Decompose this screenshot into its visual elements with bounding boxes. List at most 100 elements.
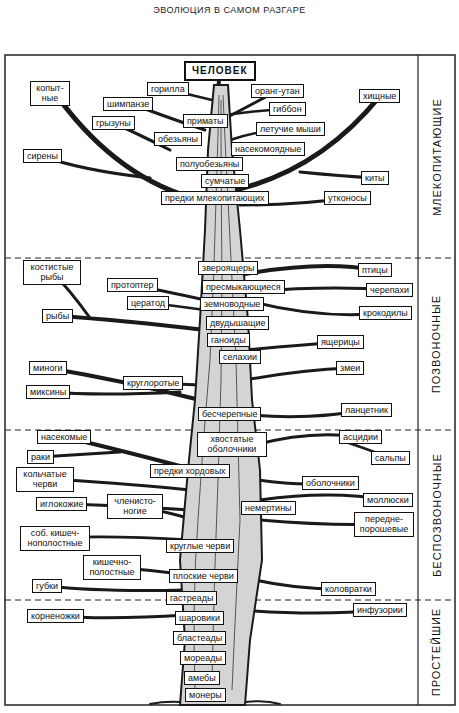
section-name: ПРОСТЕЙШИЕ — [430, 606, 442, 698]
taxon-name: костистые рыбы — [27, 262, 77, 283]
taxon-box: предки хордовых — [150, 464, 230, 478]
taxon-name: раки — [31, 452, 50, 462]
taxon-box: гастреады — [166, 591, 217, 605]
taxon-name: сумчатые — [205, 176, 245, 186]
taxon-box: миксины — [26, 385, 70, 399]
taxon-box: полуобезьяны — [176, 157, 243, 171]
taxon-name: сальпы — [375, 453, 406, 463]
taxon-name: оранг-утан — [255, 86, 300, 96]
taxon-box: раки — [27, 450, 54, 464]
taxon-name: хвостатые оболочники — [201, 434, 263, 455]
taxon-box: сирены — [23, 149, 62, 163]
taxon-name: полуобезьяны — [180, 159, 239, 169]
taxon-name: предки хордовых — [154, 466, 226, 476]
taxon-box: мореады — [180, 651, 226, 665]
taxon-box: крокодилы — [359, 306, 412, 320]
taxon-box: цератод — [127, 296, 169, 310]
taxon-box: хищные — [359, 89, 400, 103]
taxon-box: передне- порошевые — [354, 512, 414, 537]
taxon-box: змеи — [336, 361, 364, 375]
taxon-name: членисто- ногие — [111, 496, 159, 517]
taxon-box: селахии — [219, 350, 261, 364]
taxon-box: насекомые — [37, 430, 91, 444]
taxon-box: хвостатые оболочники — [197, 432, 267, 457]
taxon-name: звероящеры — [202, 263, 254, 273]
tree-branch — [245, 368, 350, 380]
taxon-box: протоптер — [107, 278, 158, 292]
taxon-box: губки — [32, 579, 62, 593]
taxon-box: земноводные — [200, 297, 264, 311]
taxon-name: земноводные — [204, 299, 260, 309]
taxon-box: гиббон — [269, 102, 306, 116]
diagram-title: ЭВОЛЮЦИЯ В САМОМ РАЗГАРЕ — [0, 5, 459, 15]
taxon-box: монеры — [185, 688, 226, 702]
taxon-name: приматы — [187, 116, 224, 126]
taxon-box: кольчатые черви — [16, 467, 74, 492]
taxon-box: инфузории — [353, 603, 407, 617]
taxon-name: шимпанзе — [107, 99, 149, 109]
taxon-box: бластеады — [173, 631, 226, 645]
taxon-box: насекомоядные — [231, 142, 305, 156]
taxon-name: цератод — [131, 298, 165, 308]
taxon-box: предки млекопитающих — [161, 191, 269, 205]
taxon-box: ганоиды — [207, 333, 250, 347]
taxon-box: ланцетник — [341, 403, 392, 417]
taxon-name: насекомые — [41, 432, 87, 442]
taxon-box: летучие мыши — [256, 122, 325, 136]
taxon-box: шимпанзе — [103, 97, 153, 111]
tree-branch — [240, 266, 375, 275]
taxon-box: обезьяны — [154, 132, 202, 146]
taxon-box: оболочники — [302, 476, 359, 490]
taxon-box: соб. кишеч- нополостные — [20, 526, 90, 551]
taxon-name: асцидии — [343, 432, 378, 442]
taxon-box: плоские черви — [169, 569, 238, 583]
taxon-box: рыбы — [42, 309, 73, 323]
taxon-box: звероящеры — [198, 261, 258, 275]
taxon-name: передне- порошевые — [358, 514, 410, 535]
taxon-name: ганоиды — [211, 335, 246, 345]
taxon-name: монеры — [189, 690, 222, 700]
taxon-name: немертины — [245, 503, 292, 513]
section-name: МЛЕКОПИТАЮЩИЕ — [431, 96, 443, 218]
taxon-name: шаровики — [179, 613, 220, 623]
taxon-box: немертины — [241, 501, 296, 515]
taxon-name: бластеады — [177, 633, 222, 643]
taxon-box: пресмыкающиеся — [202, 280, 285, 294]
tree-branch — [58, 316, 205, 330]
taxon-name: копыт- ные — [34, 83, 66, 104]
taxon-name: моллюски — [367, 495, 409, 505]
taxon-name: рыбы — [46, 311, 69, 321]
taxon-name: инфузории — [357, 605, 403, 615]
taxon-name: коловратки — [325, 584, 372, 594]
taxon-box: горилла — [147, 82, 189, 96]
taxon-name: утконосы — [328, 193, 367, 203]
taxon-box: сальпы — [371, 451, 410, 465]
frame-line — [5, 55, 455, 705]
tree-branches — [40, 71, 390, 704]
taxon-name: соб. кишеч- нополостные — [24, 528, 86, 549]
section-name: ПОЗВОНОЧНЫЕ — [430, 293, 442, 395]
taxon-name: летучие мыши — [260, 124, 321, 134]
taxon-name: гастреады — [170, 593, 213, 603]
taxon-name: крокодилы — [363, 308, 408, 318]
taxon-box: коловратки — [321, 582, 376, 596]
taxon-box: копыт- ные — [30, 81, 70, 106]
taxon-name: миноги — [33, 363, 63, 373]
taxon-name: гиббон — [273, 104, 302, 114]
taxon-box: шаровики — [175, 611, 224, 625]
taxon-name: селахии — [223, 352, 257, 362]
tree-branch — [47, 586, 185, 591]
taxon-name: губки — [36, 581, 58, 591]
taxon-name: кишечно- полостные — [87, 557, 137, 578]
apex-box: ЧЕЛОВЕК — [184, 61, 256, 81]
taxon-name: плоские черви — [173, 571, 234, 581]
taxon-box: круглоротые — [123, 376, 183, 390]
taxon-name: миксины — [30, 387, 66, 397]
section-name: БЕСПОЗВОНОЧНЫЕ — [431, 451, 443, 579]
taxon-box: круглые черви — [166, 539, 234, 553]
taxon-box: корненожки — [27, 609, 84, 623]
taxon-name: киты — [365, 173, 385, 183]
tree-branch — [48, 368, 200, 400]
taxon-name: грызуны — [96, 118, 131, 128]
